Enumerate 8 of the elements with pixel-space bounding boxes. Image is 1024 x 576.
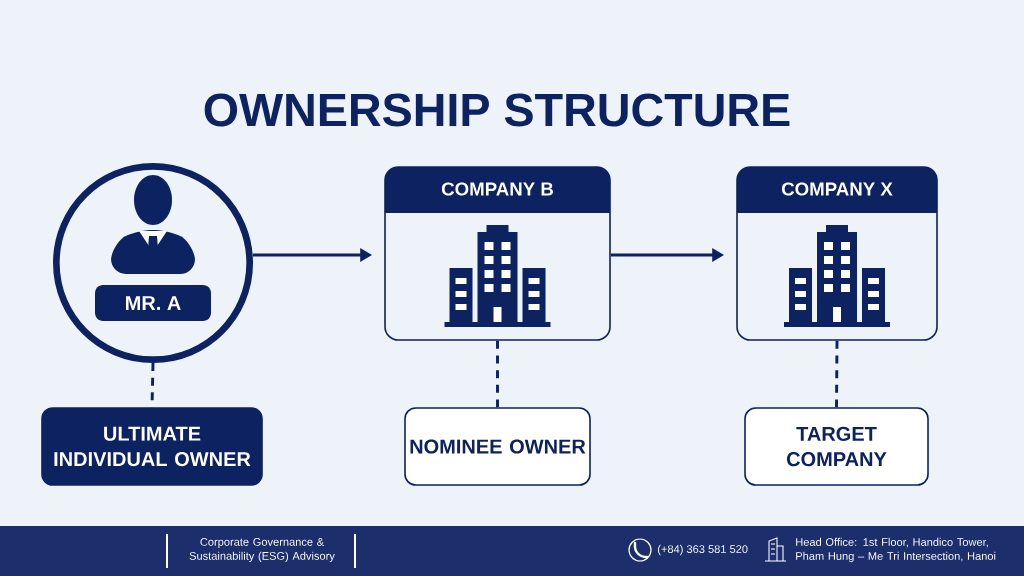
label-box: TARGET COMPANY [744,407,929,486]
title: OWNERSHIP STRUCTURE [204,93,790,127]
name-tag: MR. A [95,285,211,321]
footer-text: Corporate Governance & Sustainability (ESG) Advisory [189,538,335,562]
footer-text: Head Office: 1st Floor, Handico Tower, Pham Hung – Me Tri Intersection, Hanoi [796,537,996,563]
footer-text: (+84) 363 581 520 [657,544,748,556]
label-box: ULTIMATE INDIVIDUAL OWNER [41,407,263,486]
label-box: NOMINEE OWNER [404,407,591,486]
